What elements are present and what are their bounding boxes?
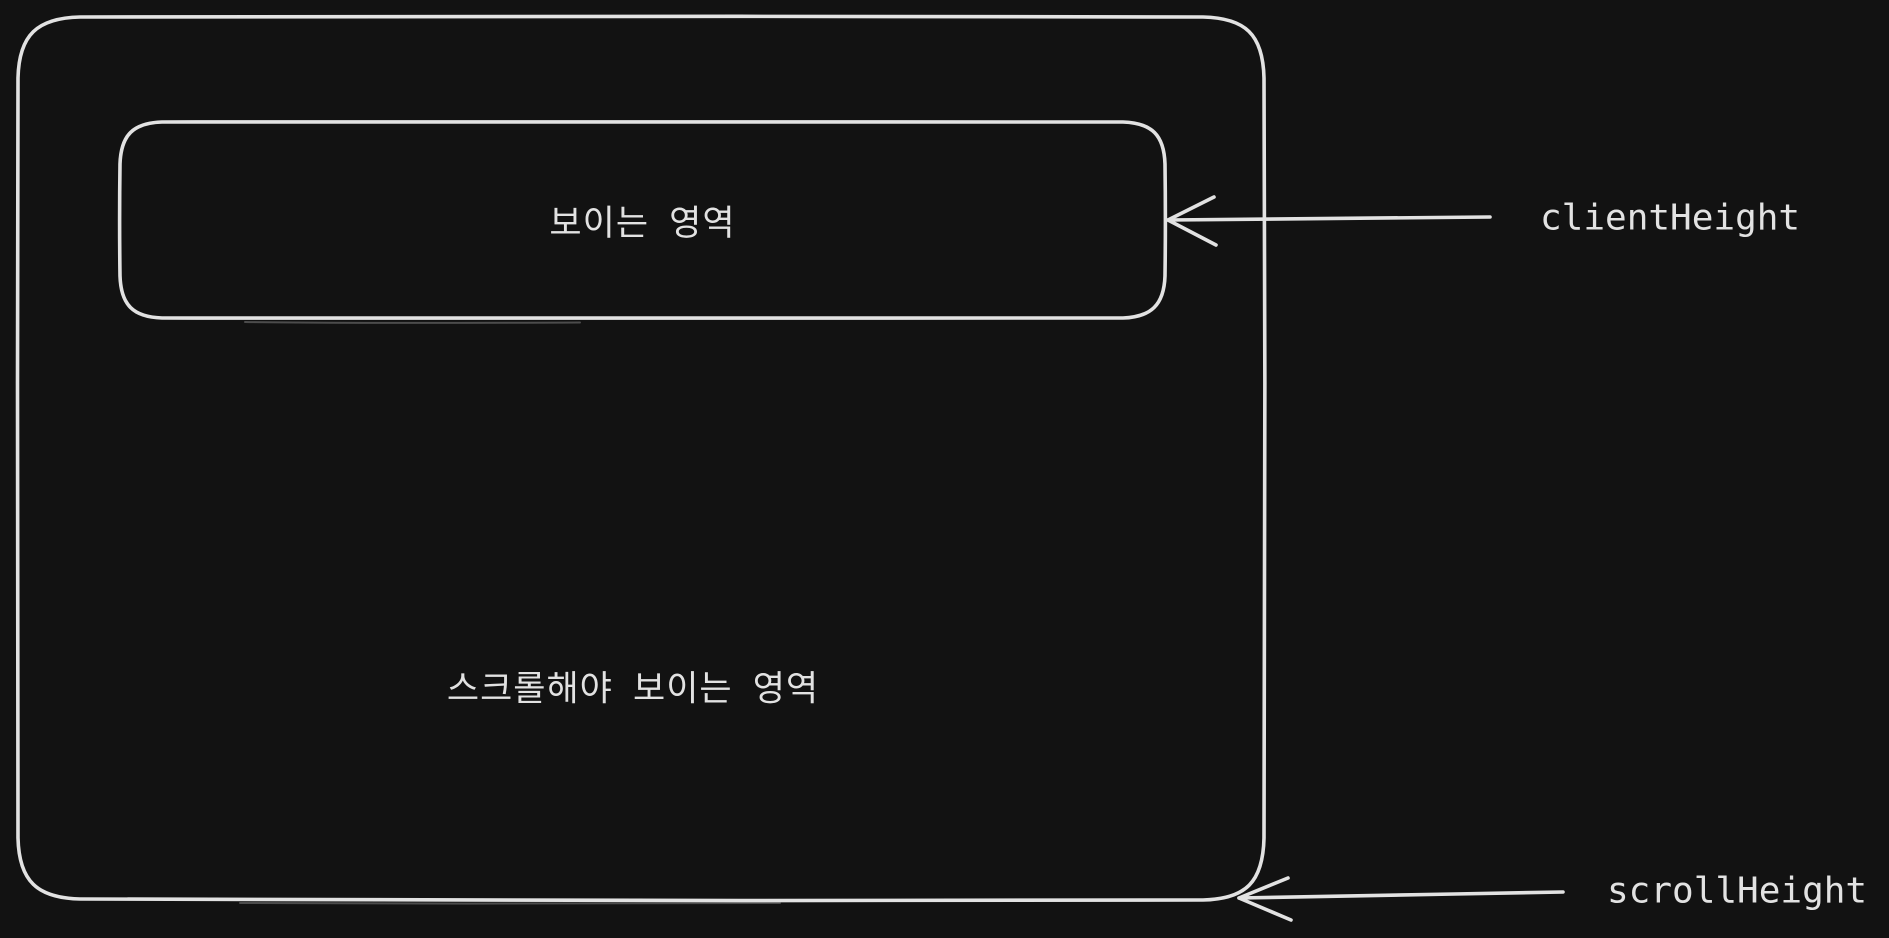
clientheight-arrow (1166, 195, 1492, 247)
scroll-area-label: 스크롤해야 보이는 영역 (446, 669, 820, 710)
visible-area-box-sketch (244, 321, 581, 324)
visible-area-box (117, 119, 1168, 321)
visible-area-label: 보이는 영역 (549, 203, 736, 244)
scroll-container-box-sketch (239, 902, 781, 905)
scroll-container-box (15, 14, 1267, 903)
scrollheight-label: scrollHeight (1607, 870, 1868, 912)
scrollheight-arrow (1237, 876, 1565, 922)
clientheight-label: clientHeight (1540, 197, 1801, 239)
